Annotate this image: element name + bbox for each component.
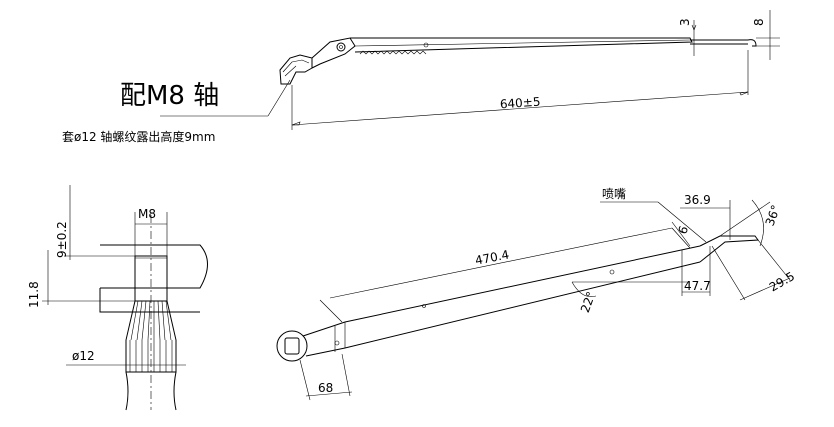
dim-8-label: 8 [752, 18, 766, 26]
top-arm-view [160, 10, 780, 130]
dim-29-5-label: 29.5 [767, 269, 797, 294]
dim-6-label: 6 [675, 224, 691, 236]
dim-36-9-label: 36.9 [684, 193, 711, 207]
dim-47-7-label: 47.7 [684, 279, 711, 293]
fit-m8-label: 配M8 轴 [120, 81, 219, 111]
sleeve-note-label: 套ø12 轴螺纹露出高度9mm [62, 129, 215, 144]
dim-d12-label: ø12 [72, 349, 95, 363]
dim-9-label: 9±0.2 [55, 221, 69, 258]
shaft-detail [42, 185, 208, 411]
dim-36deg-label: 36° [763, 203, 783, 228]
dim-3-label: 3 [678, 18, 692, 26]
dim-m8-label: M8 [138, 207, 156, 221]
dim-11-8-label: 11.8 [27, 281, 41, 308]
dim-640-label: 640±5 [499, 95, 540, 112]
dim-22deg-label: 22° [578, 290, 598, 315]
dim-470-label: 470.4 [474, 247, 510, 267]
nozzle-label: 喷嘴 [602, 187, 626, 201]
arm-plan-view [276, 199, 791, 401]
dim-68-label: 68 [318, 381, 333, 395]
